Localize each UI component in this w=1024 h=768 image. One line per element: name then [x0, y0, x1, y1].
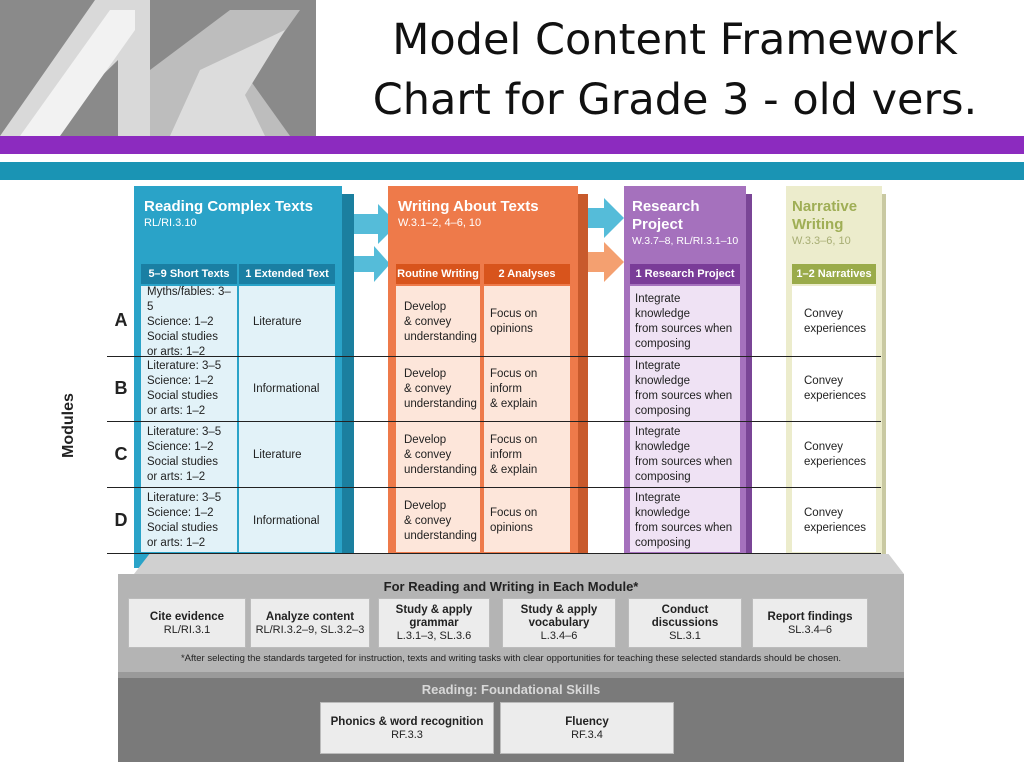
- research-column: Research Project W.3.7–8, RL/RI.3.1–10 1…: [624, 186, 752, 568]
- arrow-right-icon: [586, 198, 624, 238]
- each-module-platform-top: [134, 554, 904, 574]
- logo: [0, 0, 316, 136]
- reading-standards: RL/RI.3.10: [144, 217, 197, 229]
- research-bg: [630, 286, 740, 552]
- writing-sub-routine: Routine Writing: [396, 264, 480, 284]
- reading-extended-cell: Literature: [253, 448, 302, 461]
- narrative-column: Narrative Writing W.3.3–6, 10 1–2 Narrat…: [786, 186, 886, 568]
- skill-box: Study & apply grammar L.3.1–3, SL.3.6: [378, 598, 490, 648]
- each-module-title: For Reading and Writing in Each Module*: [383, 579, 639, 594]
- writing-analyses-bg: [484, 286, 570, 552]
- row-label: C: [114, 444, 128, 464]
- arrows-writing: [586, 198, 624, 282]
- arrow-right-icon: [586, 242, 624, 282]
- skill-box: Conduct discussions SL.3.1: [628, 598, 742, 648]
- purple-band: [0, 136, 1024, 154]
- narrative-panel-side: [882, 194, 886, 568]
- modules-label: Modules: [60, 393, 77, 458]
- logo-a-icon: [0, 0, 316, 136]
- narrative-standards: W.3.3–6, 10: [792, 235, 851, 247]
- reading-short-cell: Literature: 3–5 Science: 1–2 Social stud…: [147, 492, 222, 549]
- foundational-title: Reading: Foundational Skills: [421, 682, 601, 697]
- page-title: Model Content Framework Chart for Grade …: [330, 10, 1020, 136]
- writing-analyses-cell: Focus on inform & explain: [490, 433, 538, 476]
- research-standards: W.3.7–8, RL/RI.3.1–10: [632, 235, 739, 247]
- research-cell: Integrate knowledge from sources when co…: [635, 426, 733, 483]
- foundational-platform-top: [118, 672, 904, 678]
- writing-panel-side: [578, 194, 588, 568]
- reading-short-bg: [141, 286, 237, 552]
- writing-title: Writing About Texts: [398, 198, 539, 215]
- writing-routine-cell: Develop & convey understanding: [404, 300, 477, 343]
- reading-short-cell: Literature: 3–5 Science: 1–2 Social stud…: [147, 360, 222, 417]
- arrow-right-icon: [348, 246, 390, 282]
- row-divider: [107, 421, 881, 422]
- skill-box: Report findings SL.3.4–6: [752, 598, 868, 648]
- reading-extended-bg: [239, 286, 335, 552]
- narrative-cell: Convey experiences: [804, 507, 867, 534]
- row-divider: [107, 356, 881, 357]
- arrow-right-icon: [348, 204, 398, 244]
- reading-title: Reading Complex Texts: [144, 198, 313, 215]
- row-divider: [107, 487, 881, 488]
- narrative-bg: [792, 286, 876, 552]
- writing-routine-cell: Develop & convey understanding: [404, 433, 477, 476]
- narrative-cell: Convey experiences: [804, 375, 867, 402]
- row-label: A: [114, 310, 128, 330]
- narrative-cell: Convey experiences: [804, 441, 867, 468]
- skill-box: Analyze content RL/RI.3.2–9, SL.3.2–3: [250, 598, 370, 648]
- title-line-1: Model Content Framework: [392, 15, 958, 65]
- research-cell: Integrate knowledge from sources when co…: [635, 360, 733, 417]
- skill-box: Cite evidence RL/RI.3.1: [128, 598, 246, 648]
- reading-extended-cell: Literature: [253, 315, 302, 328]
- writing-analyses-cell: Focus on inform & explain: [490, 367, 538, 410]
- reading-sub-extended: 1 Extended Text: [239, 264, 335, 284]
- reading-panel-side: [342, 194, 354, 568]
- title-line-2: Chart for Grade 3 - old vers.: [372, 75, 978, 125]
- writing-analyses-cell: Focus on opinions: [490, 507, 538, 534]
- writing-routine-cell: Develop & convey understanding: [404, 367, 477, 410]
- research-sub: 1 Research Project: [630, 264, 740, 284]
- foundational-box: Phonics & word recognition RF.3.3: [320, 702, 494, 754]
- narrative-cell: Convey experiences: [804, 308, 867, 335]
- teal-band: [0, 162, 1024, 180]
- writing-routine-cell: Develop & convey understanding: [404, 499, 477, 542]
- writing-routine-bg: [396, 286, 480, 552]
- row-divider: [107, 553, 881, 554]
- reading-extended-cell: Informational: [253, 382, 320, 395]
- reading-short-cell: Myths/fables: 3–5 Science: 1–2 Social st…: [147, 285, 231, 358]
- writing-column: Writing About Texts W.3.1–2, 4–6, 10 Rou…: [388, 186, 588, 568]
- reading-sub-short: 5–9 Short Texts: [141, 264, 237, 284]
- narrative-sub: 1–2 Narratives: [792, 264, 876, 284]
- reading-short-cell: Literature: 3–5 Science: 1–2 Social stud…: [147, 426, 222, 483]
- writing-analyses-cell: Focus on opinions: [490, 308, 538, 335]
- arrows: [348, 204, 398, 282]
- research-cell: Integrate knowledge from sources when co…: [635, 492, 733, 549]
- writing-sub-analyses: 2 Analyses: [484, 264, 570, 284]
- row-label: D: [114, 510, 128, 530]
- foundational-box: Fluency RF.3.4: [500, 702, 674, 754]
- narrative-title: Narrative Writing: [792, 198, 858, 233]
- reading-column: Reading Complex Texts RL/RI.3.10 5–9 Sho…: [134, 186, 354, 568]
- research-title: Research Project: [632, 198, 700, 233]
- research-cell: Integrate knowledge from sources when co…: [635, 293, 733, 350]
- row-label: B: [114, 378, 128, 398]
- footnote: *After selecting the standards targeted …: [180, 653, 842, 664]
- reading-extended-cell: Informational: [253, 514, 320, 527]
- research-panel-side: [746, 194, 752, 568]
- skill-box: Study & apply vocabulary L.3.4–6: [502, 598, 616, 648]
- writing-standards: W.3.1–2, 4–6, 10: [398, 217, 482, 229]
